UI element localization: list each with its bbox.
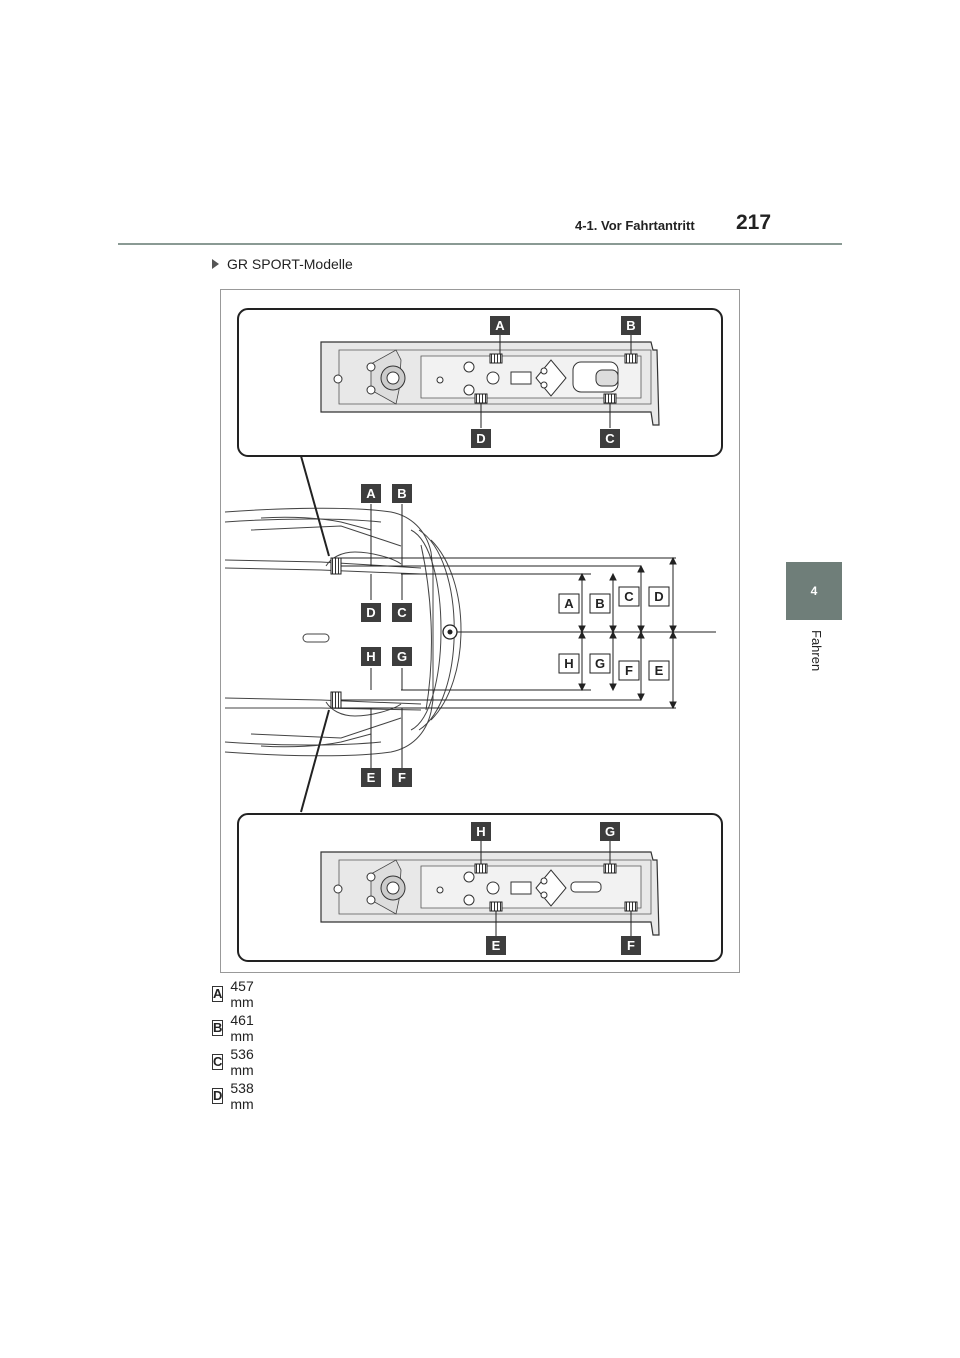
legend-item: D 538 mm (212, 1080, 258, 1112)
label-badge: C (392, 603, 412, 622)
svg-text:B: B (626, 318, 635, 333)
label-badge: F (621, 936, 641, 955)
svg-text:D: D (654, 589, 663, 604)
section-heading-text: GR SPORT-Modelle (227, 256, 353, 272)
svg-text:F: F (398, 770, 406, 785)
svg-text:H: H (476, 824, 485, 839)
label-badge: A (490, 316, 510, 335)
legend-letter-box: B (212, 1020, 224, 1036)
svg-text:H: H (564, 656, 573, 671)
legend-value: 536 mm (230, 1046, 254, 1078)
page-number: 217 (736, 211, 772, 234)
legend-item: B 461 mm (212, 1012, 258, 1044)
label-badge: G (600, 822, 620, 841)
svg-text:A: A (495, 318, 505, 333)
svg-text:B: B (397, 486, 406, 501)
measurement-lines (331, 557, 676, 709)
label-badge: C (600, 429, 620, 448)
top-detail-panel: A B C D (237, 308, 723, 457)
label-badge: G (392, 647, 412, 666)
section-heading: GR SPORT-Modelle (212, 256, 353, 272)
svg-text:B: B (595, 596, 604, 611)
dim-label-box: E (648, 660, 670, 681)
label-badge: D (361, 603, 381, 622)
car-outline (224, 507, 462, 757)
legend-letter-box: D (212, 1088, 224, 1104)
legend-letter-box: C (212, 1054, 224, 1070)
svg-text:H: H (366, 649, 375, 664)
dim-label-box: B (589, 593, 611, 614)
legend-value: 538 mm (230, 1080, 254, 1112)
dim-label-box: H (558, 653, 580, 674)
dim-label-box: A (558, 593, 580, 614)
dim-label-box: C (618, 586, 640, 607)
chapter-tab-label: Fahren (809, 630, 824, 672)
legend-item: A 457 mm (212, 978, 258, 1010)
svg-text:C: C (397, 605, 407, 620)
label-badge: D (471, 429, 491, 448)
svg-text:E: E (492, 938, 501, 953)
svg-text:C: C (624, 589, 634, 604)
dim-label-box: F (618, 660, 640, 681)
svg-text:G: G (397, 649, 407, 664)
jack-points-diagram: A B C D (224, 308, 723, 962)
header-divider (118, 243, 842, 245)
svg-text:A: A (366, 486, 376, 501)
label-badge: E (361, 768, 381, 787)
legend-item: C 536 mm (212, 1046, 258, 1078)
svg-text:D: D (366, 605, 375, 620)
chapter-tab-number: 4 (786, 562, 842, 620)
dim-label-box: G (589, 653, 611, 674)
legend-value: 461 mm (230, 1012, 254, 1044)
label-badge: F (392, 768, 412, 787)
legend-letter-box: A (212, 986, 224, 1002)
svg-text:G: G (605, 824, 615, 839)
label-badge: A (361, 484, 381, 503)
car-jack-points (330, 504, 403, 768)
dimension-arrows (578, 556, 677, 710)
svg-text:F: F (627, 938, 635, 953)
svg-text:C: C (605, 431, 615, 446)
dim-label-box: D (648, 586, 670, 607)
svg-text:E: E (655, 663, 664, 678)
header-section-title: 4-1. Vor Fahrtantritt (575, 218, 695, 233)
triangle-bullet-icon (212, 259, 219, 269)
label-badge: E (486, 936, 506, 955)
middle-labels: A B C D E F G H A B C D H G F E (361, 484, 670, 787)
svg-text:E: E (367, 770, 376, 785)
svg-text:D: D (476, 431, 485, 446)
jack-points-figure: A B C D (220, 289, 740, 973)
label-badge: B (392, 484, 412, 503)
connector-lines (300, 455, 330, 813)
label-badge: H (471, 822, 491, 841)
svg-text:F: F (625, 663, 633, 678)
label-badge: H (361, 647, 381, 666)
svg-text:A: A (564, 596, 574, 611)
label-badge: B (621, 316, 641, 335)
svg-text:G: G (595, 656, 605, 671)
legend-value: 457 mm (230, 978, 254, 1010)
bottom-detail-panel: H G E F (237, 813, 723, 962)
